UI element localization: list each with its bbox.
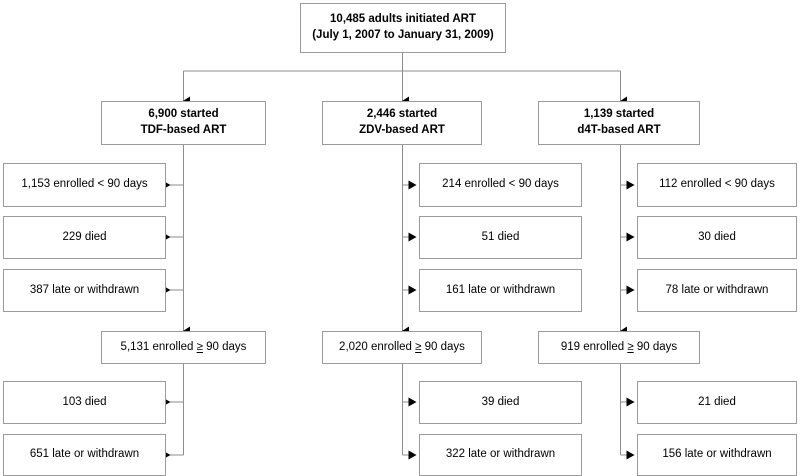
- tdf-excl-1-label: 229 died: [62, 230, 107, 243]
- node-tdf-post-died: 103 died: [3, 381, 166, 424]
- node-d4t-excl-died: 30 died: [637, 216, 797, 259]
- node-arm-header-zdv: 2,446 started ZDV-based ART: [322, 101, 482, 145]
- node-root-cohort: 10,485 adults initiated ART (July 1, 200…: [300, 3, 506, 53]
- tdf-post-1-label: 651 late or withdrawn: [29, 448, 140, 461]
- zdv-ge90-prefix: 2,020 enrolled: [339, 340, 416, 353]
- node-arm-header-d4t: 1,139 started d4T-based ART: [538, 101, 700, 145]
- node-zdv-post-late-withdrawn: 322 late or withdrawn: [419, 434, 582, 476]
- tdf-ge90-operator: ≥: [196, 340, 203, 353]
- arm-tdf-count: 6,900 started: [148, 108, 219, 121]
- d4t-ge90-operator: ≥: [627, 340, 634, 353]
- root-line-2: (July 1, 2007 to January 31, 2009): [312, 29, 494, 41]
- d4t-ge90-prefix: 919 enrolled: [560, 340, 628, 353]
- tdf-excl-2-label: 387 late or withdrawn: [29, 283, 140, 296]
- d4t-ge90-suffix: 90 days: [633, 340, 678, 353]
- tdf-post-0-label: 103 died: [62, 395, 107, 408]
- node-arm-header-tdf: 6,900 started TDF-based ART: [101, 101, 266, 145]
- node-zdv-enrolled-ge90: 2,020 enrolled ≥ 90 days: [322, 331, 482, 364]
- node-zdv-excl-late-withdrawn: 161 late or withdrawn: [419, 269, 582, 312]
- arm-d4t-regimen: d4T-based ART: [577, 124, 661, 136]
- node-tdf-enrolled-ge90: 5,131 enrolled ≥ 90 days: [101, 331, 266, 364]
- arm-tdf-regimen: TDF-based ART: [140, 124, 227, 136]
- node-d4t-excl-enrolled-lt90: 112 enrolled < 90 days: [637, 163, 797, 207]
- zdv-post-1-label: 322 late or withdrawn: [445, 448, 556, 461]
- node-d4t-post-late-withdrawn: 156 late or withdrawn: [637, 434, 797, 476]
- node-tdf-excl-died: 229 died: [3, 216, 166, 259]
- node-d4t-enrolled-ge90: 919 enrolled ≥ 90 days: [538, 331, 700, 364]
- node-tdf-excl-enrolled-lt90: 1,153 enrolled < 90 days: [3, 163, 166, 207]
- d4t-post-0-label: 21 died: [698, 395, 736, 408]
- arm-d4t-count: 1,139 started: [583, 108, 655, 121]
- zdv-ge90-suffix: 90 days: [421, 340, 465, 353]
- node-d4t-post-died: 21 died: [637, 381, 797, 424]
- tdf-excl-0-label: 1,153 enrolled < 90 days: [21, 178, 148, 191]
- root-line-1: 10,485 adults initiated ART: [330, 13, 476, 26]
- node-tdf-post-late-withdrawn: 651 late or withdrawn: [3, 434, 166, 476]
- d4t-post-1-label: 156 late or withdrawn: [662, 448, 772, 461]
- zdv-excl-2-label: 161 late or withdrawn: [445, 283, 556, 296]
- node-d4t-excl-late-withdrawn: 78 late or withdrawn: [637, 269, 797, 312]
- arm-zdv-regimen: ZDV-based ART: [359, 124, 445, 136]
- zdv-post-0-label: 39 died: [481, 395, 520, 408]
- tdf-ge90-prefix: 5,131 enrolled: [120, 340, 197, 353]
- zdv-excl-1-label: 51 died: [481, 230, 520, 243]
- node-tdf-excl-late-withdrawn: 387 late or withdrawn: [3, 269, 166, 312]
- arm-zdv-count: 2,446 started: [366, 108, 438, 121]
- zdv-ge90-operator: ≥: [415, 340, 422, 353]
- zdv-excl-0-label: 214 enrolled < 90 days: [442, 178, 559, 191]
- tdf-ge90-suffix: 90 days: [202, 340, 247, 353]
- d4t-excl-0-label: 112 enrolled < 90 days: [659, 178, 775, 191]
- d4t-excl-2-label: 78 late or withdrawn: [665, 283, 769, 296]
- node-zdv-excl-died: 51 died: [419, 216, 582, 259]
- node-zdv-post-died: 39 died: [419, 381, 582, 424]
- node-zdv-excl-enrolled-lt90: 214 enrolled < 90 days: [419, 163, 582, 207]
- d4t-excl-1-label: 30 died: [698, 230, 736, 243]
